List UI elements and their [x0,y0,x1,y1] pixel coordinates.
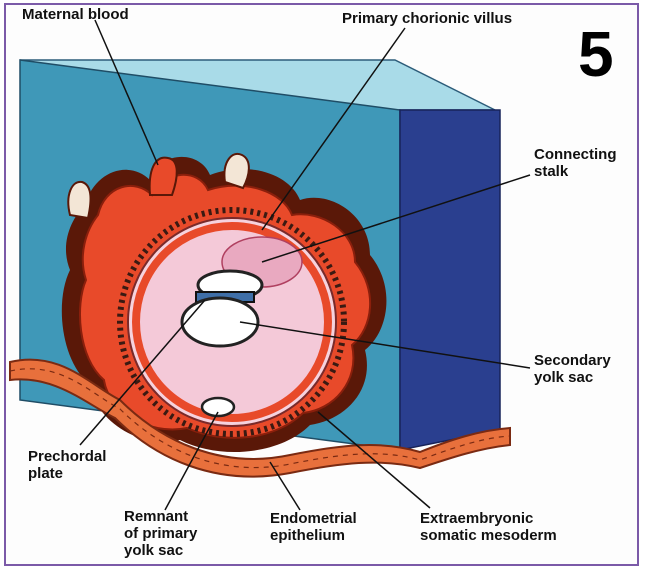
tissue-block-side [400,110,500,450]
label-prechordal-plate: Prechordal plate [28,448,106,482]
label-secondary-yolk-sac: Secondary yolk sac [534,352,611,386]
label-primary-chorionic-villus: Primary chorionic villus [342,10,512,27]
label-remnant-primary-yolk-sac: Remnant of primary yolk sac [124,508,197,559]
label-maternal-blood: Maternal blood [22,6,129,23]
label-connecting-stalk: Connecting stalk [534,146,617,180]
secondary-yolk-sac [182,298,258,346]
label-endometrial-epithelium: Endometrial epithelium [270,510,357,544]
label-extraembryonic-somatic-mesoderm: Extraembryonic somatic mesoderm [420,510,557,544]
figure-number: 5 [578,22,614,86]
